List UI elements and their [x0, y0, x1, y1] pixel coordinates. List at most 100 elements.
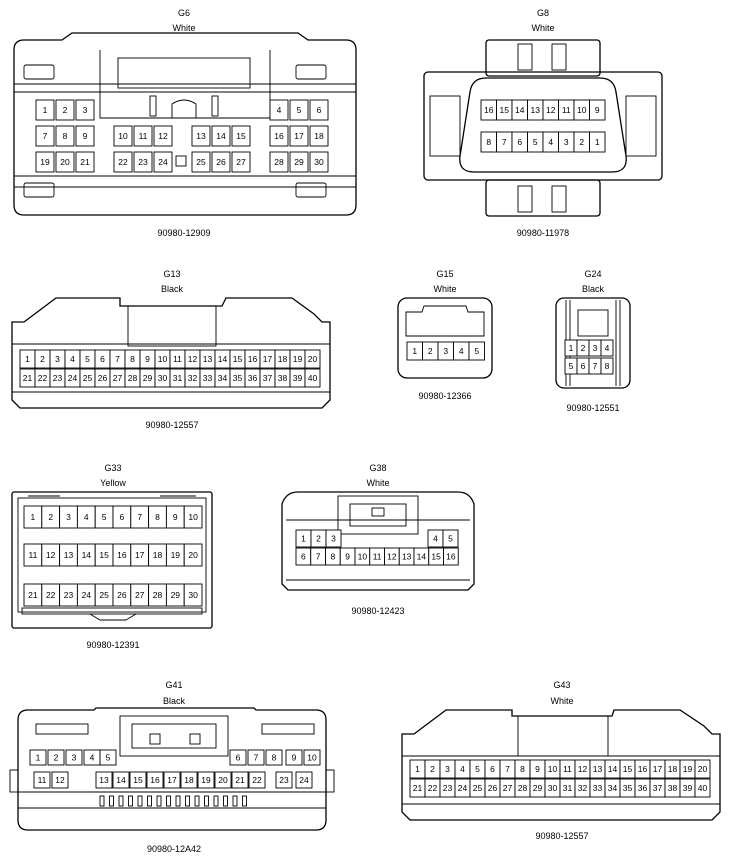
pin-cell: 3: [325, 529, 342, 548]
pin-cell: 7: [499, 759, 516, 779]
pin-cell: 21: [409, 778, 426, 798]
pin-number: 3: [331, 534, 336, 544]
pin-cell: 2: [424, 759, 441, 779]
pin-cell: 2: [573, 131, 590, 153]
pin-number: 14: [82, 550, 92, 560]
pin-number: 34: [218, 373, 228, 383]
pin-cell: 26: [94, 368, 111, 388]
pin-cell: 10: [183, 505, 203, 529]
locking-rib: [118, 795, 124, 807]
pin-number: 27: [503, 783, 513, 793]
pin-box: [55, 151, 75, 173]
pin-box: [133, 125, 153, 147]
pin-number: 24: [299, 775, 309, 785]
pin-cell: 18: [274, 349, 291, 369]
pin-number: 18: [278, 354, 288, 364]
pin-number: 11: [562, 105, 571, 115]
pin-number: 10: [307, 753, 317, 763]
pin-number: 6: [301, 552, 306, 562]
pin-number: 10: [548, 764, 558, 774]
pin-number: 12: [578, 764, 588, 774]
pin-cell: 26: [211, 151, 231, 173]
pin-cell: 5: [564, 357, 578, 375]
pin-cell: 12: [574, 759, 591, 779]
pin-number: 7: [254, 753, 259, 763]
pin-number: 1: [595, 137, 600, 147]
pin-cell: 14: [511, 99, 528, 121]
pin-number: 8: [155, 512, 160, 522]
pin-cell: 12: [384, 547, 400, 566]
pin-cell: 10: [544, 759, 561, 779]
pin-number: 1: [415, 764, 420, 774]
pin-cell: 2: [310, 529, 327, 548]
pin-cell: 29: [529, 778, 546, 798]
locking-rib: [156, 795, 162, 807]
pin-number: 14: [417, 552, 427, 562]
pin-number: 20: [60, 157, 70, 167]
pin-cell: 22: [34, 368, 51, 388]
pin-number: 27: [236, 157, 246, 167]
connector-g24-part-number: 90980-12551: [566, 403, 619, 413]
pin-cell: 11: [559, 759, 576, 779]
pin-number: 26: [216, 157, 226, 167]
pin-cell: 3: [75, 99, 95, 121]
connector-g15-part-number: 90980-12366: [418, 391, 471, 401]
pin-cell: 24: [64, 368, 81, 388]
connector-g41-color: Black: [163, 696, 186, 706]
pin-number: 16: [248, 354, 258, 364]
pin-box: [153, 125, 173, 147]
pin-number: 1: [569, 343, 574, 353]
pin-cell: 9: [589, 99, 606, 121]
pin-cell: 36: [634, 778, 651, 798]
pin-number: 6: [317, 105, 322, 115]
pin-cell: 2: [41, 505, 61, 529]
pin-box: [269, 125, 289, 147]
pin-number: 3: [83, 105, 88, 115]
pin-box: [589, 99, 606, 121]
pin-number: 20: [308, 354, 318, 364]
pin-box: [269, 99, 289, 121]
pin-cell: 14: [604, 759, 621, 779]
pin-number: 16: [484, 105, 494, 115]
pin-cell: 11: [23, 543, 43, 567]
pin-cell: 17: [130, 543, 150, 567]
pin-number: 11: [173, 354, 182, 364]
pin-number: 22: [46, 590, 56, 600]
pin-cell: 4: [427, 529, 444, 548]
pin-cell: 28: [269, 151, 289, 173]
pin-number: 35: [623, 783, 633, 793]
pin-number: 5: [85, 354, 90, 364]
locking-rib: [166, 795, 171, 807]
pin-cell: 10: [303, 749, 321, 766]
pin-number: 21: [28, 590, 38, 600]
pin-cell: 20: [55, 151, 75, 173]
pin-number: 15: [500, 105, 510, 115]
pin-box: [183, 543, 203, 567]
locking-rib: [99, 795, 105, 807]
pin-number: 7: [115, 354, 120, 364]
connector-g33-name: G33: [104, 463, 121, 473]
pin-cell: 14: [413, 547, 430, 566]
pin-box: [231, 771, 249, 789]
pin-number: 15: [431, 552, 441, 562]
pin-number: 7: [43, 131, 48, 141]
pin-cell: 9: [75, 125, 95, 147]
pin-cell: 33: [589, 778, 606, 798]
pin-number: 37: [653, 783, 663, 793]
pin-number: 8: [486, 137, 491, 147]
pin-box: [47, 749, 65, 766]
pin-box: [211, 125, 231, 147]
pin-box: [55, 99, 75, 121]
pin-cell: 33: [199, 368, 216, 388]
pin-number: 37: [263, 373, 273, 383]
pin-box: [442, 529, 459, 548]
pin-number: 35: [233, 373, 243, 383]
pin-number: 17: [263, 354, 273, 364]
pin-cell: 17: [649, 759, 666, 779]
pin-number: 39: [683, 783, 693, 793]
pin-box: [289, 99, 309, 121]
pin-number: 4: [84, 512, 89, 522]
